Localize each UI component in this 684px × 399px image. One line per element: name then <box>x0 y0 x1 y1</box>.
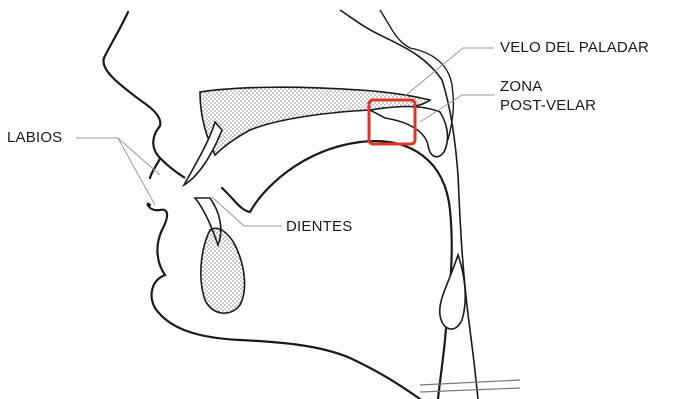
face-profile-outline <box>103 12 160 178</box>
label-labios: LABIOS <box>7 129 62 147</box>
soft-palate <box>370 107 447 157</box>
label-dientes: DIENTES <box>286 218 352 236</box>
upper-lip-outline <box>160 158 185 178</box>
label-velo-del-paladar: VELO DEL PALADAR <box>500 39 649 57</box>
labios-leader-line-upper <box>76 138 160 175</box>
labios-leader-line-lower <box>118 138 155 205</box>
larynx-ring-2 <box>420 388 520 392</box>
lower-lip-chin-outline <box>148 204 420 399</box>
mandible <box>201 228 245 313</box>
larynx-ring <box>420 380 520 385</box>
tongue <box>222 141 452 399</box>
epiglottis <box>440 255 465 329</box>
label-zona-line2: POST-VELAR <box>500 97 596 115</box>
throat-outline <box>340 10 478 399</box>
label-zona-line1: ZONA <box>500 78 542 96</box>
